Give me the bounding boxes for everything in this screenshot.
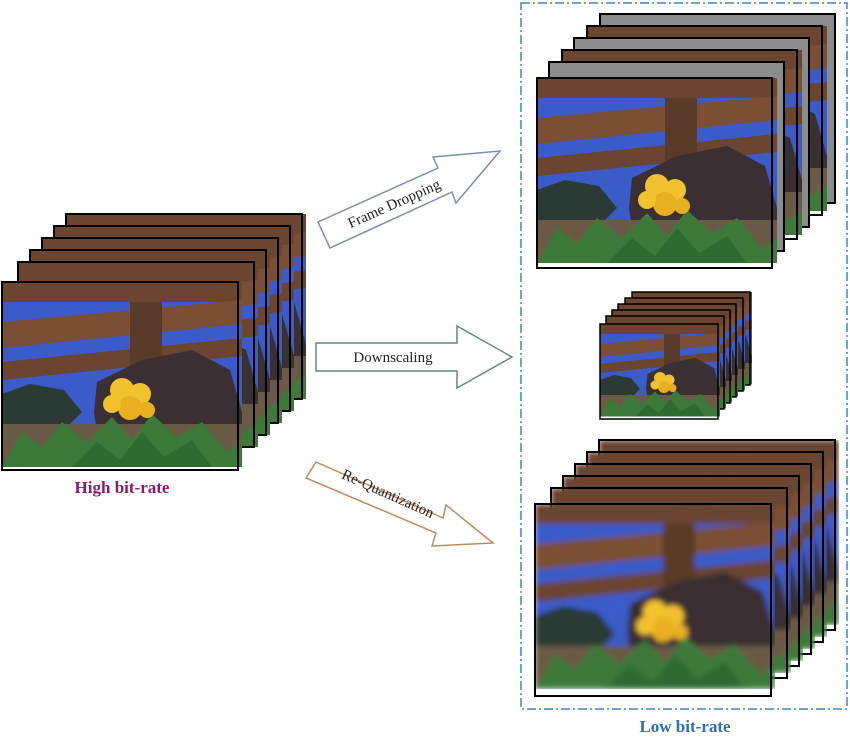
requantization-arrow: Re-Quantization [304,461,495,547]
video-frame-front [1,281,242,471]
video-frame-front [599,323,720,420]
video-frame-front [536,77,777,269]
low-bitrate-label: Low bit-rate [639,717,731,736]
downscaling-arrow: Downscaling [315,324,514,390]
high-bitrate-label: High bit-rate [74,478,170,497]
low-bitrate-group-box [520,2,848,710]
requantized-output-stack [534,439,839,697]
downscaling-label: Downscaling [353,350,433,366]
video-frame-front [534,503,775,697]
frame-dropping-arrow: Frame Dropping [317,150,502,249]
high-bitrate-frame-stack [1,213,306,471]
frame-dropping-output-stack [536,13,836,269]
downscaled-output-stack [599,291,752,420]
